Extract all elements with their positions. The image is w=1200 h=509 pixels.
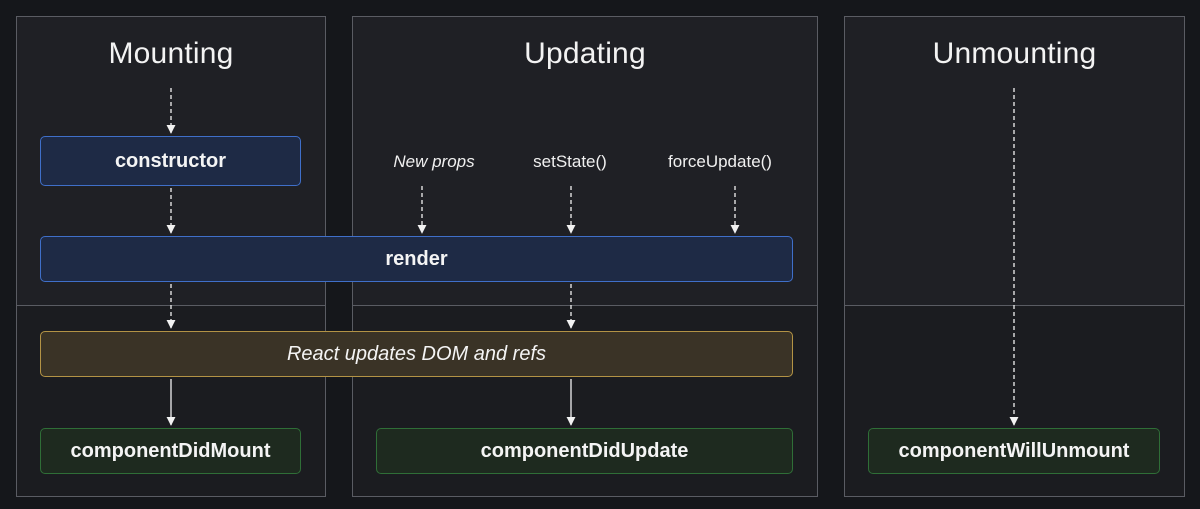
render-label: render <box>385 247 448 270</box>
component-did-update-label: componentDidUpdate <box>480 439 689 462</box>
component-will-unmount-box: componentWillUnmount <box>868 428 1160 474</box>
updating-title: Updating <box>524 37 646 70</box>
constructor-box: constructor <box>40 136 301 186</box>
force-update-label: forceUpdate() <box>668 152 772 171</box>
set-state-label: setState() <box>533 152 607 171</box>
component-will-unmount-label: componentWillUnmount <box>898 439 1130 462</box>
dom-update-box: React updates DOM and refs <box>40 331 793 377</box>
mounting-title: Mounting <box>108 37 234 70</box>
dom-update-label: React updates DOM and refs <box>286 342 546 365</box>
component-did-update-box: componentDidUpdate <box>376 428 793 474</box>
component-did-mount-box: componentDidMount <box>40 428 301 474</box>
constructor-label: constructor <box>114 149 227 172</box>
render-box: render <box>40 236 793 282</box>
new-props-label: New props <box>393 152 475 171</box>
unmounting-title: Unmounting <box>932 37 1097 70</box>
component-did-mount-label: componentDidMount <box>70 439 271 462</box>
